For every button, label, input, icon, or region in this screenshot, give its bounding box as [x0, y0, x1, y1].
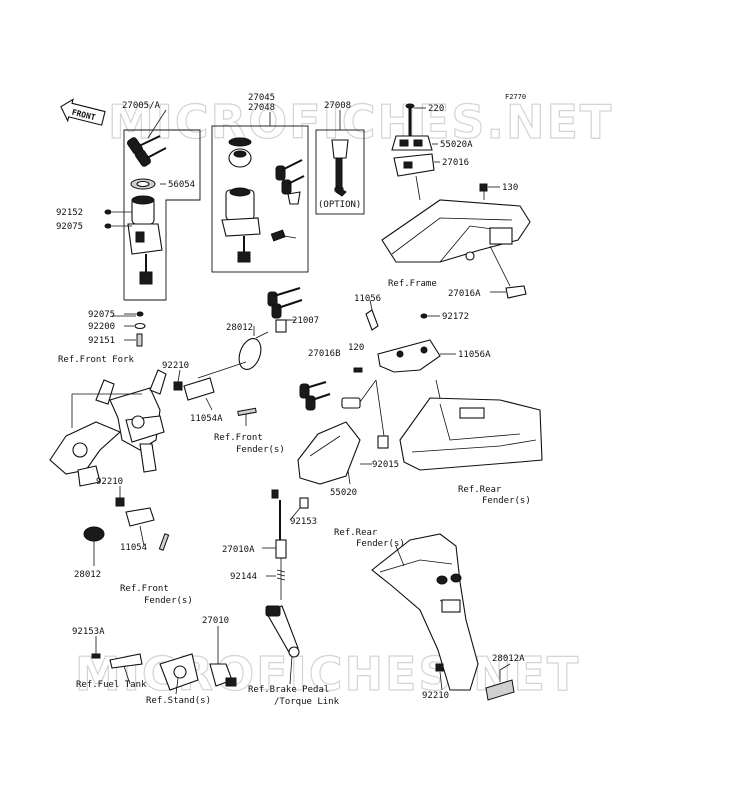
connector-icon — [270, 229, 286, 242]
rear-fender-upper-icon — [399, 379, 543, 471]
label-ref-rear-fender-lower-1: Ref.Rear — [334, 528, 378, 538]
bracket-11054A-icon — [183, 377, 215, 401]
watermark-top: MICROFICHES.NET — [108, 95, 613, 149]
plate-icon — [393, 153, 435, 177]
key-icon-2 — [275, 159, 305, 195]
label-27010: 27010 — [202, 616, 229, 626]
label-92075-upper: 92075 — [56, 222, 83, 232]
label-ref-rear-fender-upper-2: Fender(s) — [482, 496, 531, 506]
front-fork-icon — [49, 369, 167, 487]
label-27005A: 27005/A — [122, 101, 161, 111]
blank-key-icon — [331, 139, 349, 159]
label-55020: 55020 — [330, 488, 357, 498]
washer-icon — [104, 223, 112, 229]
bracket-27016B-icon — [377, 339, 456, 373]
cover-55020-icon — [297, 421, 361, 485]
reflector-icon — [238, 338, 262, 370]
nut-icon — [104, 209, 112, 215]
cap-icon — [287, 191, 301, 205]
label-28012-lower: 28012 — [74, 570, 101, 580]
label-27010A: 27010A — [222, 545, 255, 555]
label-92152: 92152 — [56, 208, 83, 218]
label-220: 220 — [428, 104, 444, 114]
label-ref-front-fender-upper-1: Ref.Front — [214, 433, 263, 443]
washer-92200-icon — [134, 322, 146, 330]
diagram-code: F2770 — [505, 93, 526, 101]
key-21007-icon — [267, 287, 303, 333]
key-icon — [126, 135, 167, 167]
seat-lock-icon — [299, 379, 377, 411]
label-ref-rear-fender-lower-2: Fender(s) — [356, 539, 405, 549]
bolt-130-icon — [479, 183, 500, 200]
label-92172: 92172 — [442, 312, 469, 322]
ignition-switch-icon — [127, 195, 163, 285]
label-ref-front-fender-lower-2: Fender(s) — [144, 596, 193, 606]
fuel-tank-bracket-icon — [109, 653, 143, 669]
label-92153: 92153 — [290, 517, 317, 527]
rear-fender-lower-icon — [371, 533, 479, 691]
cable-27010A-icon — [271, 489, 309, 600]
label-120: 120 — [348, 343, 364, 353]
bracket-11054-icon — [125, 507, 155, 527]
label-92015: 92015 — [372, 460, 399, 470]
bolt-icon — [237, 407, 257, 416]
clip-icon — [365, 309, 379, 331]
ignition-switch-group — [123, 129, 201, 301]
label-56054: 56054 — [168, 180, 195, 190]
label-92151: 92151 — [88, 336, 115, 346]
label-11056A: 11056A — [458, 350, 491, 360]
label-92075-lower: 92075 — [88, 310, 115, 320]
bracket-27016A-icon — [505, 285, 527, 299]
label-ref-fuel-tank: Ref.Fuel Tank — [76, 680, 147, 690]
label-ref-brake-pedal-1: Ref.Brake Pedal — [248, 685, 329, 695]
label-27016B: 27016B — [308, 349, 341, 359]
front-arrow-icon: FRONT — [60, 98, 106, 126]
brake-pedal-icon — [265, 605, 300, 658]
label-28012A: 28012A — [492, 654, 525, 664]
label-ref-frame: Ref.Frame — [388, 279, 437, 289]
cylinder-cap-icon — [228, 137, 252, 147]
label-option: (OPTION) — [318, 200, 361, 210]
option-key-group — [315, 129, 365, 215]
label-27008: 27008 — [324, 101, 351, 111]
lock-body-icon — [221, 187, 261, 263]
label-92153A: 92153A — [72, 627, 105, 637]
label-92210-upper: 92210 — [162, 361, 189, 371]
label-11056: 11056 — [354, 294, 381, 304]
label-27048: 27048 — [248, 103, 275, 113]
reflector-28012-icon — [83, 526, 105, 542]
frame-icon — [381, 175, 531, 263]
label-130: 130 — [502, 183, 518, 193]
bolt-220-icon — [405, 103, 426, 136]
label-11054A: 11054A — [190, 414, 223, 424]
label-92210-lower: 92210 — [422, 691, 449, 701]
switch-27010-icon — [209, 630, 237, 687]
label-27016: 27016 — [442, 158, 469, 168]
bracket-icon — [391, 135, 433, 151]
bolt-92151-icon — [136, 333, 143, 347]
label-92144: 92144 — [230, 572, 257, 582]
label-11054: 11054 — [120, 543, 147, 553]
label-ref-front-fender-lower-1: Ref.Front — [120, 584, 169, 594]
nut-92210-icon — [173, 381, 183, 391]
label-27045: 27045 — [248, 93, 275, 103]
label-ref-rear-fender-upper-1: Ref.Rear — [458, 485, 502, 495]
grommet-92015-icon — [377, 435, 389, 449]
nut-92210-lower-icon — [435, 663, 444, 672]
label-27016A: 27016A — [448, 289, 481, 299]
label-92210-mid: 92210 — [96, 477, 123, 487]
label-ref-front-fork: Ref.Front Fork — [58, 355, 134, 365]
reflector-28012A-icon — [485, 679, 515, 701]
label-ref-brake-pedal-2: /Torque Link — [274, 697, 340, 707]
label-92200: 92200 — [88, 322, 115, 332]
label-55020A: 55020A — [440, 140, 473, 150]
label-21007: 21007 — [292, 316, 319, 326]
label-28012-upper: 28012 — [226, 323, 253, 333]
label-ref-front-fender-upper-2: Fender(s) — [236, 445, 285, 455]
lock-set-group — [211, 125, 309, 273]
label-ref-stand: Ref.Stand(s) — [146, 696, 211, 706]
